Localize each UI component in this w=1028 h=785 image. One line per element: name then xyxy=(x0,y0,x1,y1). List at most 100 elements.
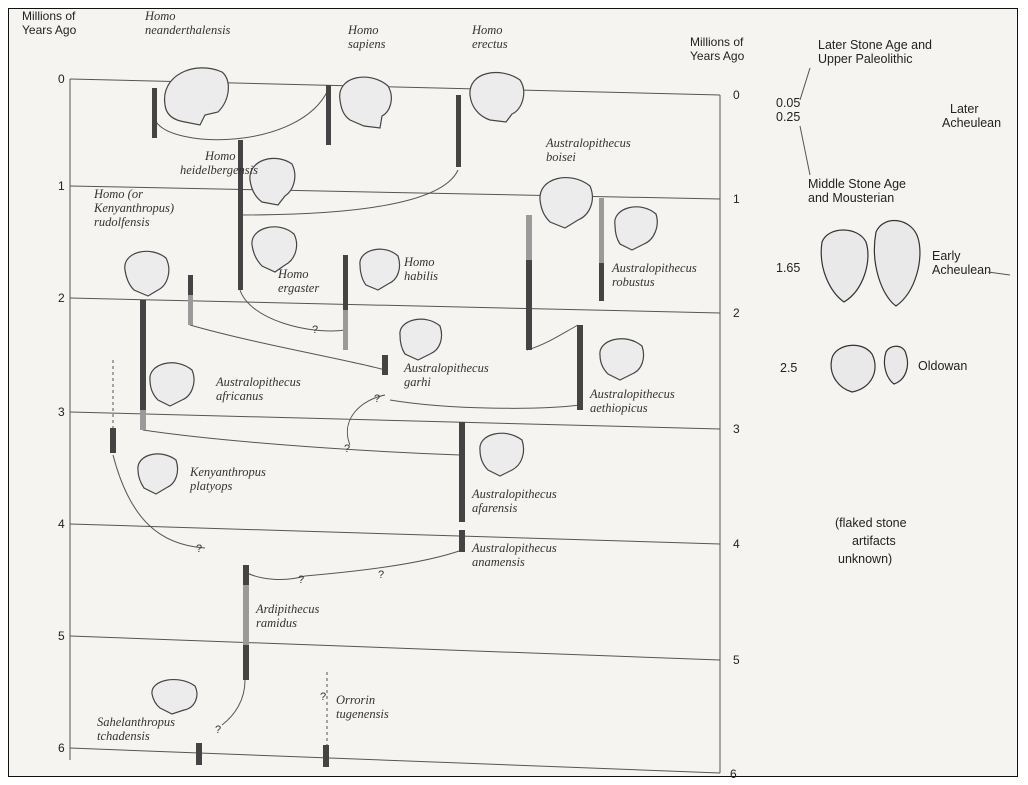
label-heidelbergensis-2: heidelbergensis xyxy=(180,163,258,177)
bar-robustus-dark xyxy=(599,263,604,301)
tool-unknown-3: unknown) xyxy=(838,552,892,566)
left-tick-2: 2 xyxy=(58,291,65,305)
time-grid xyxy=(70,79,720,773)
skull-neanderthalensis-icon xyxy=(165,68,229,125)
left-axis-title-line1: Millions of xyxy=(22,9,76,23)
stone-tool-sketches xyxy=(821,221,920,392)
grid-line-5 xyxy=(70,636,720,660)
tool-early-acheulean-1: Early xyxy=(932,249,961,263)
tool-unknown-2: artifacts xyxy=(852,534,896,548)
tool-early-acheulean-2: Acheulean xyxy=(932,263,991,277)
connector-middle-stone-age xyxy=(800,126,810,175)
label-ramidus-2: ramidus xyxy=(256,616,297,630)
bar-orrorin xyxy=(323,745,329,767)
left-axis-title-line2: Years Ago xyxy=(22,23,77,37)
left-tick-0: 0 xyxy=(58,72,65,86)
qmark-garhi: ? xyxy=(374,393,380,405)
bar-aethiopicus xyxy=(577,325,583,410)
grid-line-1 xyxy=(70,186,720,199)
bar-robustus-light xyxy=(599,198,604,263)
qmark-ramidus: ? xyxy=(298,574,304,586)
left-tick-6: 6 xyxy=(58,741,65,755)
tool-date-0-25: 0.25 xyxy=(776,110,800,124)
label-ergaster-1: Homo xyxy=(277,267,309,281)
label-orrorin-2: tugenensis xyxy=(336,707,389,721)
bar-ramidus-bottom xyxy=(243,645,249,680)
skull-habilis-icon xyxy=(360,249,400,290)
label-africanus-1: Australopithecus xyxy=(215,375,301,389)
bar-sapiens xyxy=(326,85,331,145)
bar-boisei-dark xyxy=(526,260,532,350)
label-rudolfensis-3: rudolfensis xyxy=(94,215,150,229)
label-boisei-1: Australopithecus xyxy=(545,136,631,150)
label-ergaster-2: ergaster xyxy=(278,281,319,295)
label-platyops-2: platyops xyxy=(189,479,232,493)
label-neanderthalensis-1: Homo xyxy=(144,9,176,23)
right-tick-5: 5 xyxy=(733,653,740,667)
grid-line-6 xyxy=(70,748,720,773)
skull-ergaster-icon xyxy=(252,227,297,272)
label-rudolfensis-1: Homo (or xyxy=(93,187,143,201)
skull-garhi-icon xyxy=(400,319,442,360)
qmark-anamensis: ? xyxy=(378,569,384,581)
bar-anamensis xyxy=(459,530,465,552)
skull-platyops-icon xyxy=(138,454,178,494)
tool-unknown-1: (flaked stone xyxy=(835,516,907,530)
curve-africanus-afarensis xyxy=(143,430,460,455)
label-africanus-2: africanus xyxy=(216,389,263,403)
qmark-sahelanthropus: ? xyxy=(215,724,221,736)
left-tick-1: 1 xyxy=(58,179,65,193)
right-tick-1: 1 xyxy=(733,192,740,206)
label-robustus-2: robustus xyxy=(612,275,655,289)
curve-sahelanthropus xyxy=(222,680,245,725)
label-boisei-2: boisei xyxy=(546,150,576,164)
label-afarensis-2: afarensis xyxy=(472,501,518,515)
bar-sahelanthropus xyxy=(196,743,202,765)
tool-later-acheulean-1: Later xyxy=(950,102,979,116)
tool-date-1-65: 1.65 xyxy=(776,261,800,275)
label-orrorin-1: Orrorin xyxy=(336,693,375,707)
bar-platyops xyxy=(110,428,116,453)
skull-afarensis-icon xyxy=(480,433,524,476)
left-tick-3: 3 xyxy=(58,405,65,419)
oldowan-chopper-icon xyxy=(831,345,875,392)
right-tick-3: 3 xyxy=(733,422,740,436)
label-erectus-1: Homo xyxy=(471,23,503,37)
label-heidelbergensis-1: Homo xyxy=(204,149,236,163)
label-sapiens-2: sapiens xyxy=(348,37,386,51)
oldowan-flake-icon xyxy=(884,346,907,384)
handaxe-1-icon xyxy=(821,230,868,302)
skull-africanus-icon xyxy=(150,363,194,406)
tool-middle-stone-age-1: Middle Stone Age xyxy=(808,177,906,191)
label-rudolfensis-2: Kenyanthropus) xyxy=(93,201,174,215)
label-neanderthalensis-2: neanderthalensis xyxy=(145,23,231,37)
skull-erectus-icon xyxy=(470,73,524,122)
bar-rudolfensis-light xyxy=(188,295,193,325)
handaxe-2-icon xyxy=(874,221,920,306)
label-robustus-1: Australopithecus xyxy=(611,261,697,275)
label-aethiopicus-1: Australopithecus xyxy=(589,387,675,401)
curve-ergaster xyxy=(240,290,345,331)
left-tick-4: 4 xyxy=(58,517,65,531)
tool-later-stone-age-2: Upper Paleolithic xyxy=(818,52,913,66)
label-garhi-1: Australopithecus xyxy=(403,361,489,375)
connector-later-stone-age xyxy=(800,68,810,100)
label-habilis-2: habilis xyxy=(404,269,438,283)
skull-sahelanthropus-icon xyxy=(152,680,197,714)
tool-date-2-5: 2.5 xyxy=(780,361,797,375)
label-platyops-1: Kenyanthropus xyxy=(189,465,266,479)
left-tick-5: 5 xyxy=(58,629,65,643)
label-sapiens-1: Homo xyxy=(347,23,379,37)
tool-industries: Later Stone Age and Upper Paleolithic 0.… xyxy=(776,38,1001,566)
curve-boisei-aethiopicus xyxy=(527,325,578,350)
label-sahelanthropus-2: tchadensis xyxy=(97,729,150,743)
bar-rudolfensis-dark xyxy=(188,275,193,295)
bar-erectus xyxy=(456,95,461,167)
right-tick-6: 6 xyxy=(730,767,737,781)
bar-neanderthalensis xyxy=(152,88,157,138)
qmark-ergaster: ? xyxy=(312,324,318,336)
label-sahelanthropus-1: Sahelanthropus xyxy=(97,715,175,729)
curve-rudolfensis xyxy=(190,325,385,370)
species-bars xyxy=(110,85,604,767)
